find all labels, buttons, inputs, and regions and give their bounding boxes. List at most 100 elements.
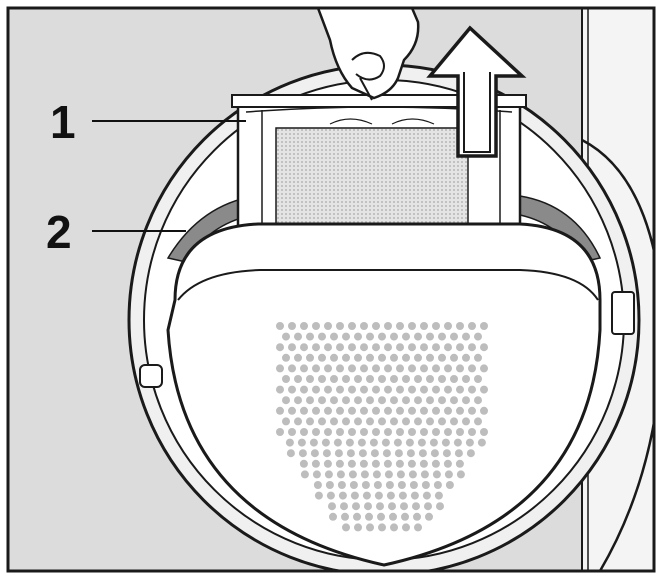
vent-hole [294,417,302,426]
vent-hole [474,332,482,341]
vent-hole [390,523,398,532]
vent-hole [386,491,395,500]
vent-hole [425,512,433,521]
callout-label-2: 2 [46,206,72,258]
vent-hole [306,353,314,362]
vent-hole [314,491,323,500]
vent-hole [342,523,350,532]
vent-hole [276,343,284,352]
vent-hole [286,449,295,458]
vent-hole [309,438,318,447]
vent-hole [369,438,378,447]
front-housing [166,222,602,567]
vent-hole [300,470,309,479]
vent-hole [444,470,453,479]
vent-hole [390,396,398,405]
vent-hole [358,449,367,458]
vent-grille [276,322,488,532]
vent-hole [432,428,440,436]
vent-hole [348,428,356,436]
vent-hole [330,375,338,383]
vent-hole [300,406,308,415]
vent-hole [354,375,362,383]
vent-hole [354,332,362,341]
vent-hole [318,396,326,405]
vent-hole [383,459,392,468]
vent-hole [414,353,422,362]
vent-hole [354,523,362,532]
vent-hole [429,438,438,447]
vent-hole [381,438,390,447]
vent-hole [426,417,434,426]
vent-hole [288,406,296,415]
vent-hole [462,332,470,341]
vent-hole [282,417,290,426]
vent-hole [396,364,404,373]
vent-hole [276,406,284,415]
vent-hole [390,332,398,341]
vent-hole [424,502,432,511]
vent-hole [330,353,338,362]
vent-hole [326,491,335,500]
vent-hole [324,428,332,436]
vent-hole [345,438,354,447]
vent-hole [313,481,322,489]
vent-hole [373,481,382,489]
vent-hole [312,470,321,479]
door-ring [581,138,654,571]
vent-hole [456,470,465,479]
vent-hole [378,523,386,532]
vent-hole [456,322,464,330]
vent-hole [426,353,434,362]
vent-hole [436,502,444,511]
door-latch-left [139,364,163,388]
vent-hole [300,428,308,436]
vent-hole [288,428,296,436]
vent-hole [438,396,446,405]
vent-hole [395,459,404,468]
vent-hole [402,375,410,383]
vent-hole [306,332,314,341]
vent-hole [390,353,398,362]
vent-hole [322,449,331,458]
vent-hole [371,459,380,468]
vent-hole [306,417,314,426]
vent-hole [300,385,308,394]
vent-hole [336,428,344,436]
vent-hole [465,438,474,447]
vent-hole [438,375,446,383]
vent-hole [450,353,458,362]
vent-hole [333,438,342,447]
vent-hole [444,428,452,436]
vent-hole [420,406,428,415]
vent-hole [385,481,394,489]
vent-hole [348,343,356,352]
vent-hole [466,449,475,458]
vent-hole [300,322,308,330]
vent-hole [360,428,368,436]
vent-hole [396,385,404,394]
vent-hole [377,512,385,521]
vent-hole [342,332,350,341]
vent-hole [306,396,314,405]
vent-hole [438,353,446,362]
vent-hole [352,502,360,511]
vent-hole [321,438,330,447]
vent-hole [468,343,476,352]
vent-hole [417,438,426,447]
up-arrow-icon [426,25,527,158]
vent-hole [420,322,428,330]
vent-hole [300,343,308,352]
vent-hole [348,322,356,330]
vent-hole [418,449,427,458]
vent-hole [456,406,464,415]
vent-hole [445,481,454,489]
vent-hole [406,449,415,458]
vent-hole [288,364,296,373]
vent-hole [334,449,343,458]
vent-hole [341,512,349,521]
vent-hole [396,343,404,352]
vent-hole [474,375,482,383]
vent-hole [324,470,333,479]
vent-hole [396,470,405,479]
